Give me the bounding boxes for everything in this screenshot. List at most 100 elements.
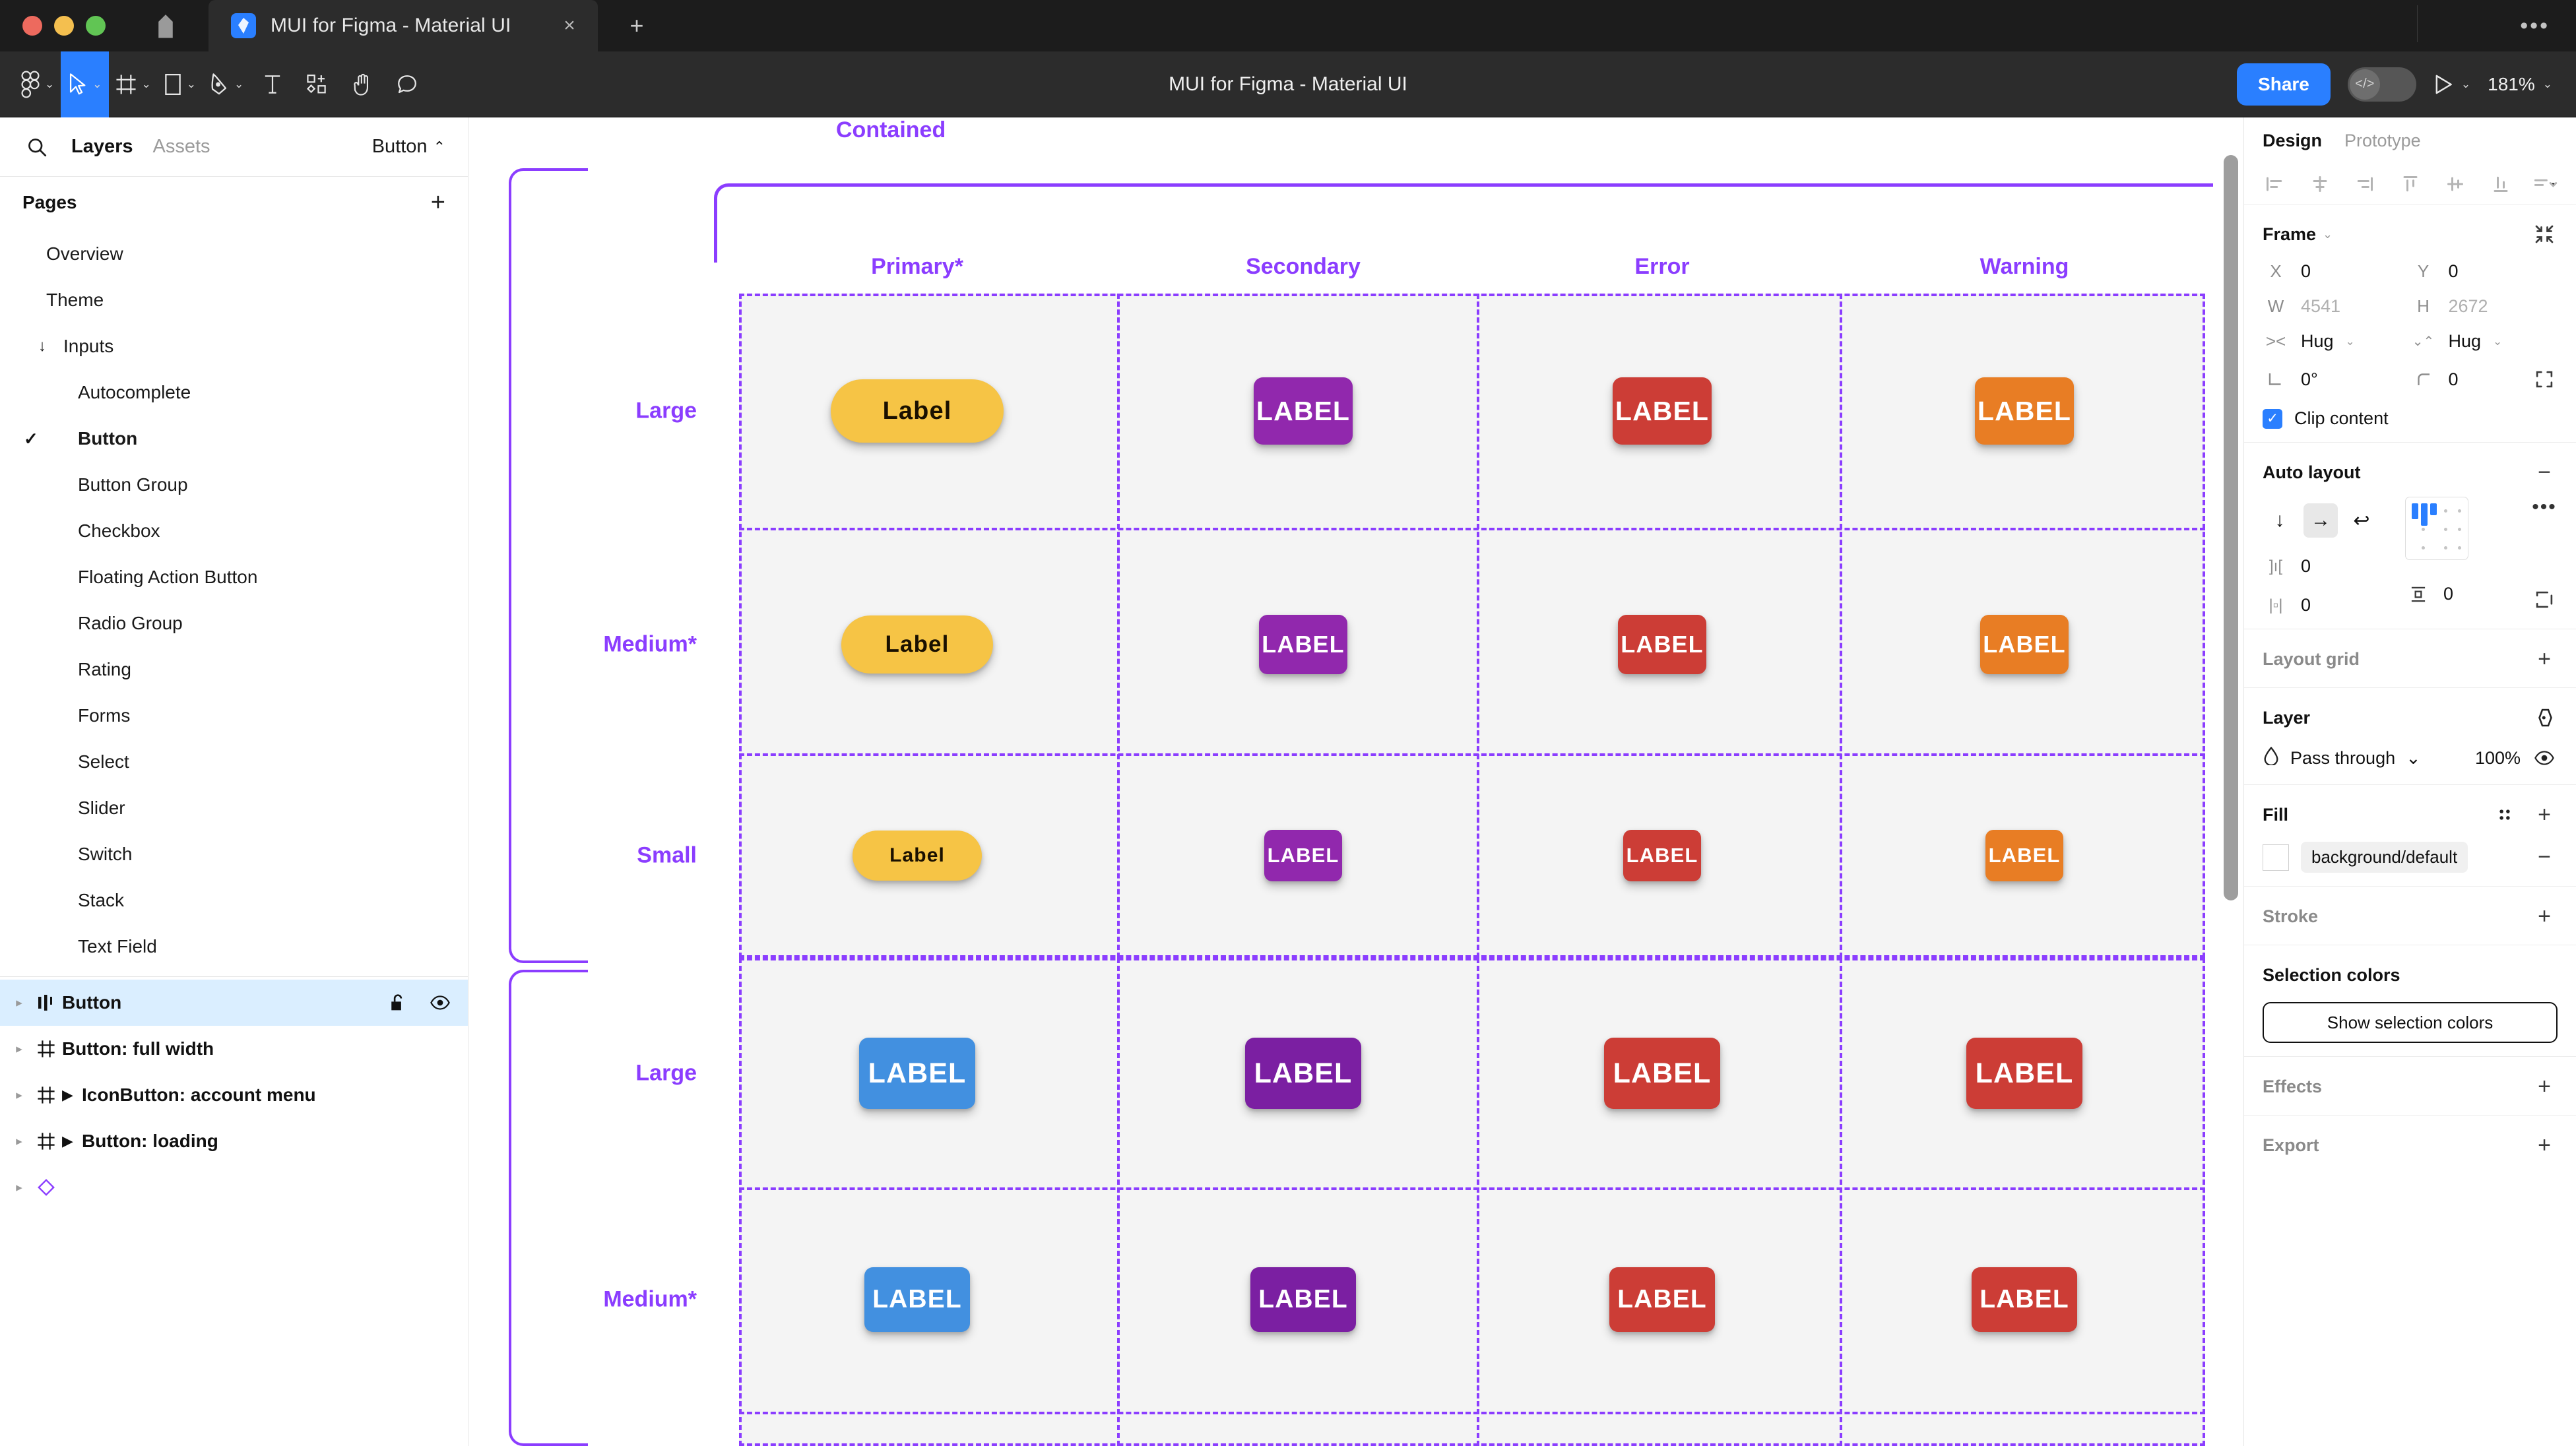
home-button[interactable] — [123, 0, 209, 51]
add-effect-button[interactable]: + — [2538, 1073, 2551, 1099]
resize-to-fit-button[interactable] — [2531, 221, 2558, 247]
expand-caret-icon[interactable]: ▸ — [16, 1134, 22, 1148]
frame-x-field[interactable]: X 0 — [2263, 261, 2410, 282]
add-stroke-button[interactable]: + — [2538, 903, 2551, 929]
chevron-down-icon[interactable]: ⌄ — [2323, 227, 2333, 241]
component-button[interactable]: LABEL — [1972, 1267, 2077, 1332]
layer-opacity-value[interactable]: 100% — [2474, 747, 2521, 768]
layer-row[interactable]: ▸Button — [0, 980, 468, 1026]
page-item[interactable]: Radio Group — [0, 600, 468, 646]
zoom-selector[interactable]: 181% ⌄ — [2488, 74, 2552, 95]
frame-hug-height-select[interactable]: ⌄⌃ Hug ⌄ — [2410, 331, 2558, 352]
eye-icon[interactable] — [427, 990, 453, 1016]
frame-hug-width-select[interactable]: >< Hug ⌄ — [2263, 331, 2410, 352]
layout-horizontal-button[interactable]: → — [2303, 503, 2338, 538]
frame-corner-radius-field[interactable]: 0 — [2410, 366, 2558, 393]
page-item[interactable]: Button Group — [0, 462, 468, 508]
component-button[interactable]: LABEL — [1259, 615, 1347, 674]
component-button[interactable]: LABEL — [1975, 377, 2074, 445]
expand-triangle-icon[interactable]: ▶ — [62, 1133, 73, 1149]
page-item[interactable]: Stack — [0, 877, 468, 924]
add-layout-grid-button[interactable]: + — [2538, 646, 2551, 672]
independent-corners-button[interactable] — [2531, 366, 2558, 393]
tab-prototype[interactable]: Prototype — [2344, 130, 2421, 150]
close-window-button[interactable] — [22, 16, 42, 36]
layer-row[interactable]: ▸Button: full width — [0, 1026, 468, 1072]
browser-tab[interactable]: MUI for Figma - Material UI × — [209, 0, 598, 51]
component-button[interactable]: LABEL — [864, 1267, 970, 1332]
add-export-button[interactable]: + — [2538, 1132, 2551, 1158]
page-item[interactable]: Forms — [0, 693, 468, 739]
canvas-scrollbar[interactable] — [2224, 155, 2238, 900]
align-right-button[interactable] — [2350, 170, 2379, 199]
component-button[interactable]: LABEL — [1604, 1038, 1720, 1109]
frame-tool-button[interactable]: ⌄ — [109, 51, 158, 117]
maximize-window-button[interactable] — [86, 16, 106, 36]
layout-wrap-button[interactable]: ↩ — [2353, 509, 2370, 532]
auto-layout-alignment-picker[interactable] — [2405, 497, 2468, 560]
new-tab-button[interactable]: + — [629, 12, 644, 39]
shape-tool-button[interactable]: ⌄ — [158, 51, 203, 117]
auto-layout-horizontal-padding-field[interactable]: |▫| 0 — [2263, 595, 2379, 615]
component-button[interactable]: LABEL — [1966, 1038, 2082, 1109]
individual-padding-button[interactable] — [2531, 586, 2558, 613]
page-item[interactable]: Select — [0, 739, 468, 785]
comment-tool-button[interactable] — [385, 51, 430, 117]
component-button[interactable]: LABEL — [1623, 830, 1701, 881]
layer-row[interactable]: ▸▶IconButton: account menu — [0, 1072, 468, 1118]
component-button[interactable]: Label — [841, 615, 993, 674]
frame-rotation-field[interactable]: 0° — [2263, 366, 2410, 393]
present-button[interactable]: ⌄ — [2433, 74, 2470, 95]
expand-caret-icon[interactable]: ▸ — [16, 1042, 22, 1056]
layer-row[interactable]: ▸▶Button: loading — [0, 1118, 468, 1164]
auto-layout-gap-field[interactable]: ]ı[ 0 — [2263, 556, 2379, 577]
fill-style-name[interactable]: background/default — [2301, 842, 2468, 873]
frame-width-field[interactable]: W 4541 — [2263, 296, 2410, 317]
align-left-button[interactable] — [2260, 170, 2289, 199]
tab-assets[interactable]: Assets — [152, 136, 210, 157]
component-button[interactable]: LABEL — [859, 1038, 975, 1109]
page-item[interactable]: Overview — [0, 231, 468, 277]
component-button[interactable]: LABEL — [1618, 615, 1706, 674]
page-item[interactable]: Theme — [0, 277, 468, 323]
page-item[interactable]: ↓Inputs — [0, 323, 468, 369]
close-tab-button[interactable]: × — [564, 15, 575, 36]
move-tool-button[interactable]: ⌄ — [61, 51, 109, 117]
fill-styles-button[interactable] — [2492, 802, 2518, 828]
page-item[interactable]: ✓Button — [0, 416, 468, 462]
component-button[interactable]: LABEL — [1250, 1267, 1356, 1332]
minimize-window-button[interactable] — [54, 16, 74, 36]
component-button[interactable]: Label — [831, 379, 1004, 443]
page-item[interactable]: Floating Action Button — [0, 554, 468, 600]
page-item[interactable]: Checkbox — [0, 508, 468, 554]
resources-tool-button[interactable] — [295, 51, 340, 117]
component-button[interactable]: LABEL — [1609, 1267, 1715, 1332]
clip-content-row[interactable]: ✓ Clip content — [2263, 408, 2558, 429]
expand-caret-icon[interactable]: ▸ — [16, 995, 22, 1010]
page-selector[interactable]: Button ⌃ — [372, 136, 445, 158]
search-button[interactable] — [22, 133, 51, 162]
component-button[interactable]: LABEL — [1613, 377, 1712, 445]
expand-caret-icon[interactable]: ▸ — [16, 1180, 22, 1195]
remove-auto-layout-button[interactable]: − — [2538, 459, 2551, 485]
component-button[interactable]: LABEL — [1980, 615, 2069, 674]
page-item[interactable]: Slider — [0, 785, 468, 831]
clip-content-checkbox[interactable]: ✓ — [2263, 408, 2282, 429]
component-button[interactable]: Label — [853, 831, 982, 881]
page-item[interactable]: Switch — [0, 831, 468, 877]
auto-layout-more-button[interactable]: ••• — [2532, 496, 2557, 518]
fill-color-swatch[interactable] — [2263, 844, 2289, 871]
tab-design[interactable]: Design — [2263, 130, 2323, 150]
distribute-menu-button[interactable] — [2531, 170, 2560, 199]
dev-mode-toggle[interactable]: </> — [2347, 67, 2416, 102]
frame-y-field[interactable]: Y 0 — [2410, 261, 2558, 282]
component-button[interactable]: LABEL — [1245, 1038, 1361, 1109]
align-horizontal-center-button[interactable] — [2305, 170, 2334, 199]
page-item[interactable]: Text Field — [0, 924, 468, 970]
page-item[interactable]: Rating — [0, 646, 468, 693]
browser-menu-button[interactable]: ••• — [2520, 13, 2550, 38]
layer-mask-button[interactable] — [2531, 705, 2558, 731]
figma-menu-button[interactable]: ⌄ — [15, 51, 61, 117]
expand-triangle-icon[interactable]: ▶ — [62, 1086, 73, 1103]
expand-caret-icon[interactable]: ▸ — [16, 1088, 22, 1102]
